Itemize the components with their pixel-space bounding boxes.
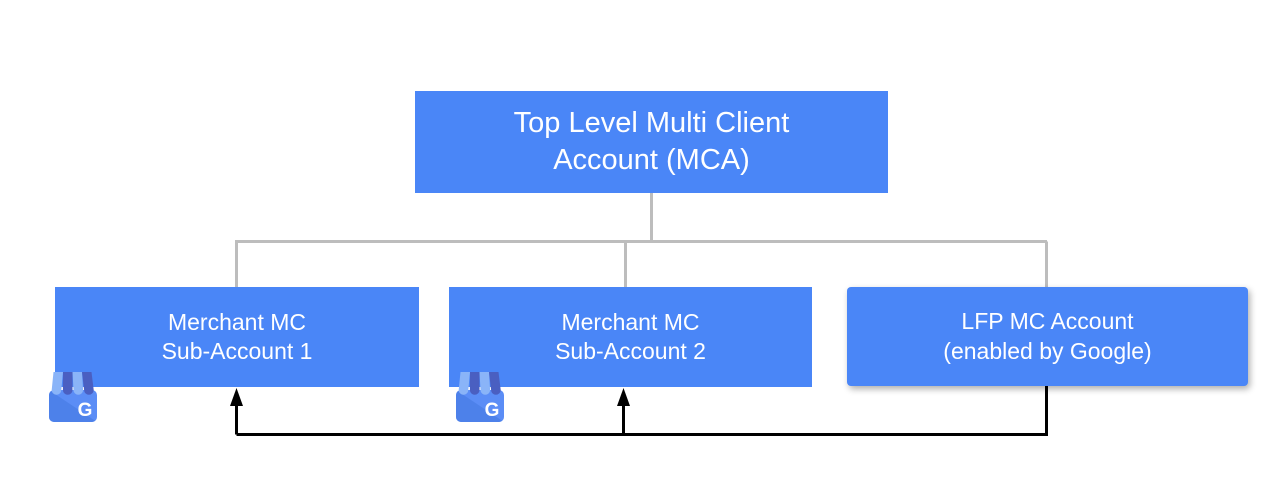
node-lfp-mc-account[interactable]: LFP MC Account (enabled by Google) xyxy=(847,287,1248,386)
node-merchant-sub-account-1[interactable]: Merchant MC Sub-Account 1 xyxy=(55,287,419,387)
node-merchant-sub-account-2[interactable]: Merchant MC Sub-Account 2 xyxy=(449,287,812,387)
node-sub2-label-line2: Sub-Account 2 xyxy=(555,338,706,364)
gmb-letter-g: G xyxy=(78,400,93,421)
feedback-arrowhead-sub2 xyxy=(617,388,630,406)
node-sub2-label: Merchant MC Sub-Account 2 xyxy=(555,308,706,367)
node-top-level-mca[interactable]: Top Level Multi Client Account (MCA) xyxy=(415,91,888,193)
node-sub1-label-line1: Merchant MC xyxy=(167,308,307,335)
node-lfp-label-line2: (enabled by Google) xyxy=(943,337,1152,364)
google-my-business-icon: G xyxy=(456,372,504,422)
feedback-arrowhead-sub1 xyxy=(230,388,243,406)
node-top-label-line2: Account (MCA) xyxy=(553,144,750,176)
node-lfp-label: LFP MC Account (enabled by Google) xyxy=(943,307,1151,366)
node-top-label-line1: Top Level Multi Client xyxy=(513,106,790,139)
google-my-business-icon: G xyxy=(49,372,97,422)
node-sub2-label-line1: Merchant MC xyxy=(561,308,700,335)
node-top-label: Top Level Multi Client Account (MCA) xyxy=(514,105,790,179)
node-sub1-label-line2: Sub-Account 1 xyxy=(161,338,313,364)
gmb-letter-g: G xyxy=(485,400,500,421)
feedback-path-from-lfp xyxy=(236,386,1048,436)
node-sub1-label: Merchant MC Sub-Account 1 xyxy=(162,308,313,367)
node-lfp-label-line1: LFP MC Account xyxy=(961,308,1134,335)
